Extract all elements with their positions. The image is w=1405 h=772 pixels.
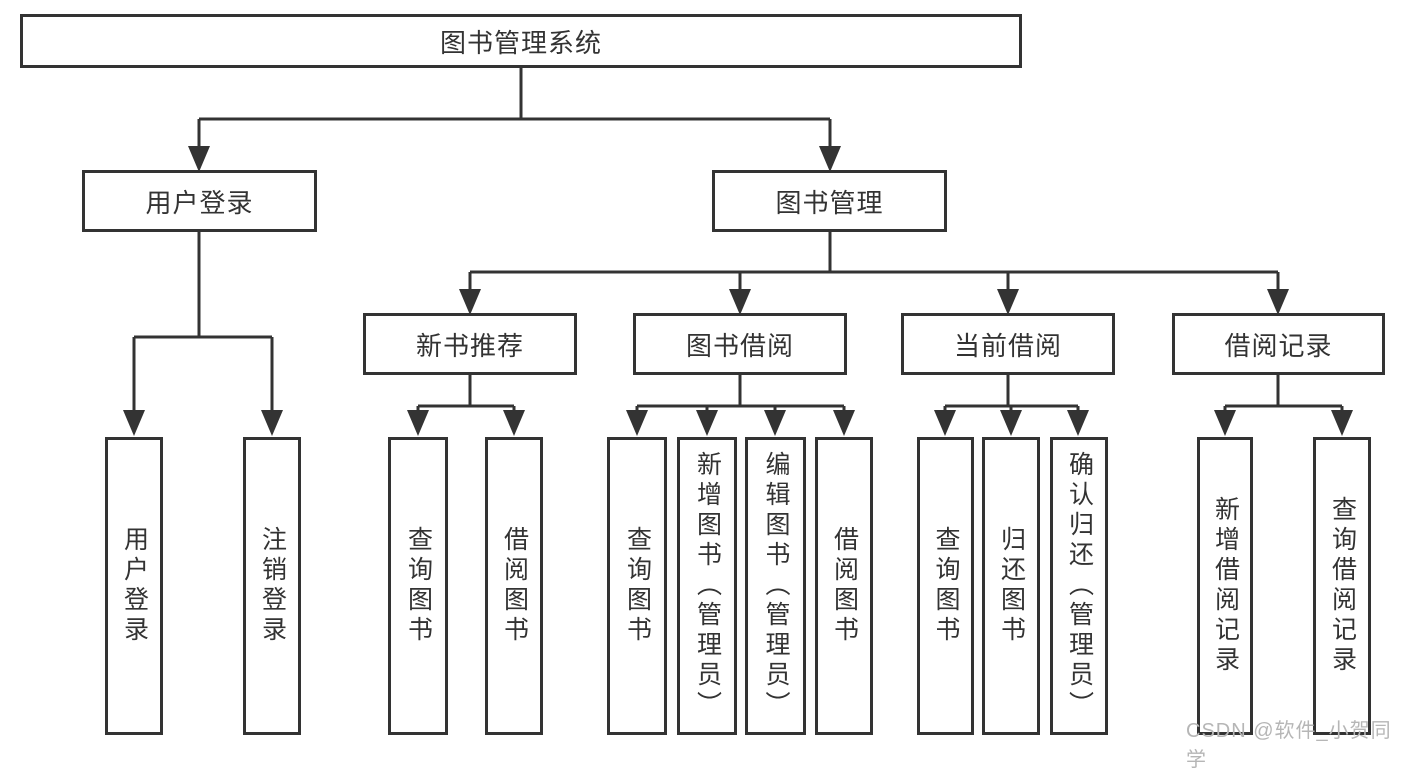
csdn-watermark: CSDN @软件_小贺同学 (1186, 720, 1392, 771)
leaf-return-books: 归还图书 (982, 437, 1040, 735)
leaf-borrow-books: 借阅图书 (815, 437, 873, 735)
leaf-query-books-current: 查询图书 (917, 437, 974, 735)
leaf-add-books-admin: 新增图书（管理员） (677, 437, 737, 735)
leaf-edit-books-admin: 编辑图书（管理员） (745, 437, 806, 735)
leaf-add-borrow-record: 新增借阅记录 (1197, 437, 1253, 735)
leaf-query-books-recommend: 查询图书 (388, 437, 448, 735)
node-borrow-records: 借阅记录 (1172, 313, 1385, 375)
leaf-borrow-books-recommend: 借阅图书 (485, 437, 543, 735)
node-book-management: 图书管理 (712, 170, 947, 232)
node-book-borrow: 图书借阅 (633, 313, 847, 375)
node-user-login: 用户登录 (82, 170, 317, 232)
org-chart: 图书管理系统 用户登录 图书管理 新书推荐 图书借阅 当前借阅 借阅记录 用户登… (20, 14, 1391, 771)
leaf-user-login: 用户登录 (105, 437, 163, 735)
node-root: 图书管理系统 (20, 14, 1022, 68)
leaf-confirm-return-admin: 确认归还（管理员） (1050, 437, 1108, 735)
node-new-book-recommend: 新书推荐 (363, 313, 577, 375)
connector-lines (123, 66, 1353, 436)
node-current-borrow: 当前借阅 (901, 313, 1115, 375)
leaf-query-borrow-record: 查询借阅记录 (1313, 437, 1371, 735)
leaf-logout: 注销登录 (243, 437, 301, 735)
leaf-query-books-borrow: 查询图书 (607, 437, 667, 735)
